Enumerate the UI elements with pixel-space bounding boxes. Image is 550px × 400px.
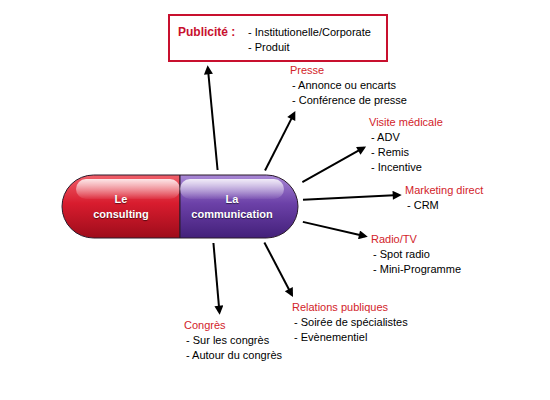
channel-item: - Mini-Programme [371, 262, 461, 277]
arrow-connector [303, 222, 365, 236]
capsule-gloss [76, 179, 180, 199]
channel-item: - Remis [369, 145, 443, 160]
channel-item: - Spot radio [371, 247, 461, 262]
capsule-half: Le consulting [62, 175, 180, 238]
arrow-connector [208, 68, 218, 170]
channel-item: - Autour du congrès [184, 348, 282, 363]
capsule-shape [62, 175, 180, 238]
channel-heading: Presse [290, 63, 407, 78]
channel-group: Congrès- Sur les congrès- Autour du cong… [184, 318, 282, 363]
arrow-connector [265, 113, 294, 170]
capsule-half: La communication [180, 175, 298, 238]
arrow-connector [213, 243, 219, 312]
channel-group: Presse- Annonce ou encarts- Conférence d… [290, 63, 407, 108]
capsule-label: La communication [187, 192, 277, 222]
channel-item: - CRM [405, 198, 483, 213]
channel-item: - Soirée de spécialistes [292, 315, 408, 330]
channel-heading: Visite médicale [369, 115, 443, 130]
list-item: - Institutionelle/Corporate [248, 25, 371, 40]
channel-heading: Marketing direct [405, 183, 483, 198]
capsule-shape [180, 175, 298, 238]
channel-heading: Radio/TV [371, 232, 461, 247]
channel-item: - Sur les congrès [184, 333, 282, 348]
item-list: - Institutionelle/Corporate- Produit [248, 25, 371, 60]
channel-item: - Evènementiel [292, 330, 408, 345]
channel-item: - Conférence de presse [290, 93, 407, 108]
channel-group: Marketing direct- CRM [405, 183, 483, 213]
channel-item: - Annonce ou encarts [290, 78, 407, 93]
channel-group: Relations publiques- Soirée de spécialis… [292, 300, 408, 345]
arrow-connector [264, 242, 291, 294]
channel-heading: Relations publiques [292, 300, 408, 315]
box-heading: Publicité : [178, 25, 248, 60]
channel-item: - ADV [369, 130, 443, 145]
capsule-label: Le consulting [91, 192, 151, 222]
capsule-fill [62, 175, 180, 238]
channel-item: - Incentive [369, 160, 443, 175]
channel-group: Visite médicale- ADV- Remis- Incentive [369, 115, 443, 175]
arrow-connector [302, 148, 363, 182]
arrow-connector [303, 195, 399, 200]
channel-heading: Congrès [184, 318, 282, 333]
advertising-box: Publicité :- Institutionelle/Corporate- … [168, 14, 388, 62]
channel-group: Radio/TV- Spot radio- Mini-Programme [371, 232, 461, 277]
capsule-fill [180, 175, 298, 238]
list-item: - Produit [248, 40, 371, 55]
